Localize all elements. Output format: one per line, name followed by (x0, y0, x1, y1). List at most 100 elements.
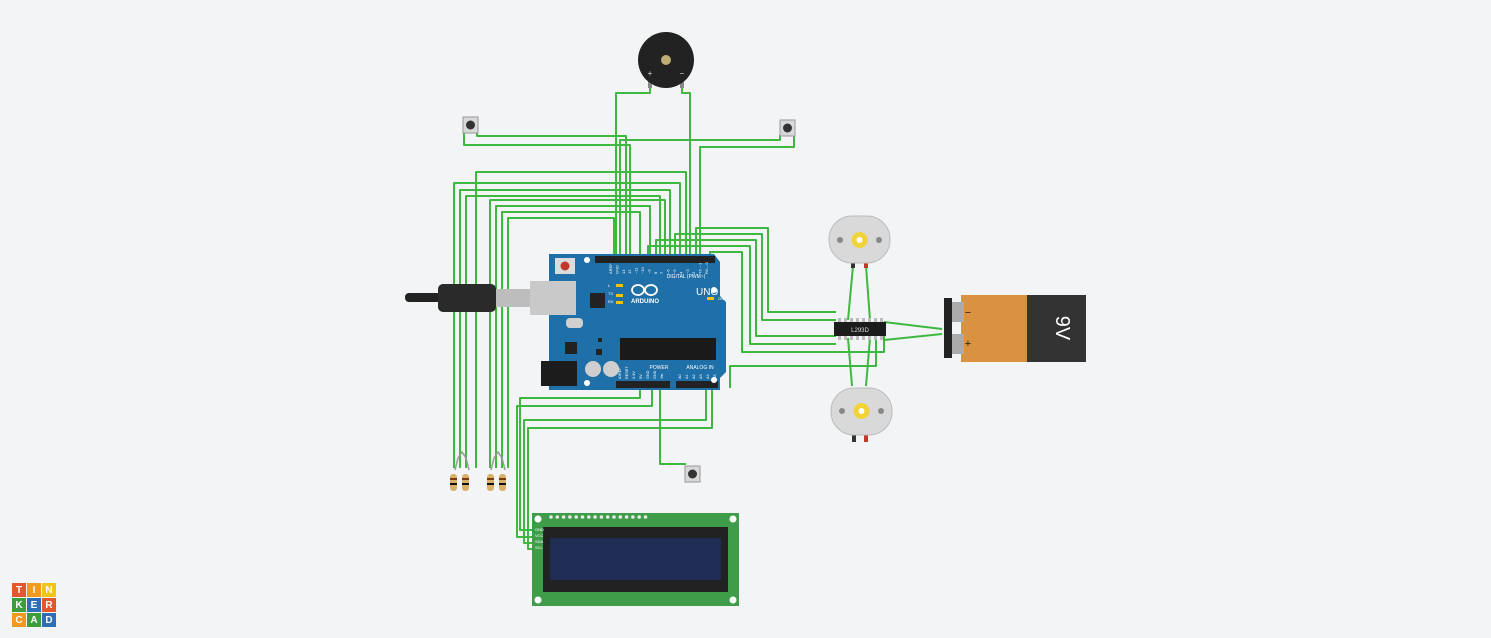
lcd-top-pins (549, 515, 648, 519)
power-jack (541, 361, 577, 386)
power-pin-label: GND (646, 370, 650, 379)
lcd-pin-label: SDA (535, 539, 544, 544)
lcd-pin-hole (574, 515, 578, 519)
logo-letter: T (12, 583, 26, 597)
battery-9v[interactable]: − + 9V (944, 295, 1086, 362)
battery-plus-label: + (965, 338, 971, 350)
wire-driver-5[interactable] (709, 251, 885, 353)
power-pin-label: GND (653, 370, 657, 379)
wire-driver-6[interactable] (729, 336, 877, 388)
digital-pin-label: GND (614, 265, 619, 274)
wire-lcd-vcc[interactable] (516, 388, 653, 538)
power-pin-label: Vin (660, 374, 664, 379)
digital-pin-label: ~11 (634, 267, 639, 274)
lcd-pin-hole (561, 515, 566, 519)
digital-pin-label: AREF (608, 263, 613, 274)
power-pin-label: 3.3V (632, 371, 636, 379)
wire-button-right-a[interactable] (699, 135, 795, 258)
dc-motor-bottom[interactable] (830, 387, 893, 442)
wire-lcd-scl[interactable] (527, 388, 713, 550)
wire-battery-plus[interactable] (883, 333, 943, 341)
piezo-buzzer[interactable]: + − (638, 32, 694, 88)
usb-cable[interactable] (405, 284, 532, 312)
analog-pin-label: A2 (692, 374, 696, 379)
power-label: POWER (650, 365, 669, 371)
wire-motor-bottom-a[interactable] (847, 337, 853, 387)
lcd-pin-label: GND (535, 527, 544, 532)
pushbutton-right[interactable] (779, 119, 796, 137)
resistor (450, 474, 457, 491)
lcd-pin-hole (555, 515, 560, 519)
board-model: UNO (696, 287, 718, 298)
wire-loop-8[interactable] (507, 217, 615, 468)
digital-pin-label: ~6 (666, 269, 671, 274)
lcd-pin-hole (568, 515, 572, 519)
power-pin-label: RESET (625, 366, 629, 379)
driver-label: L293D (851, 328, 869, 334)
digital-pin-label: RX←0 (704, 261, 709, 274)
lcd-pin-hole (593, 515, 597, 519)
lcd-pin-hole (637, 515, 641, 519)
wire-battery-minus[interactable] (883, 321, 943, 330)
analog-header (676, 381, 718, 388)
wire-lcd-gnd[interactable] (519, 388, 641, 531)
analog-pin-label: A0 (678, 374, 682, 379)
arduino-uno[interactable]: ARDUINO UNO DIGITAL (PWM~) POWER ANALOG … (530, 254, 726, 390)
analog-pin-label: A4 (706, 374, 710, 379)
status-led-label: L (608, 283, 611, 288)
wire-button-left-a[interactable] (463, 132, 631, 258)
lcd-pin-hole (599, 515, 604, 519)
usb-port (530, 281, 576, 315)
wire-loop-3[interactable] (465, 195, 661, 468)
wire-loop-4[interactable] (475, 171, 687, 468)
analog-label: ANALOG IN (686, 365, 714, 371)
digital-header (595, 256, 715, 263)
battery-voltage-label: 9V (1051, 316, 1073, 341)
sensor-cluster-right[interactable] (487, 450, 506, 491)
wire-driver-2[interactable] (674, 233, 836, 321)
arduino-logo-icon (631, 284, 658, 296)
resistor (462, 474, 469, 491)
digital-pin-label: ~3 (685, 269, 690, 274)
logo-letter: A (27, 613, 41, 627)
wires (453, 86, 943, 550)
wire-driver-4[interactable] (647, 245, 836, 345)
digital-header-label: DIGITAL (PWM~) (667, 274, 706, 280)
wire-loop-6[interactable] (495, 205, 651, 468)
on-led-label: ON (718, 296, 724, 301)
logo-letter: I (27, 583, 41, 597)
wire-motor-top-a[interactable] (847, 265, 854, 321)
logo-letter: K (12, 598, 26, 612)
wire-loop-1[interactable] (453, 182, 681, 468)
pushbutton-left[interactable] (462, 116, 479, 134)
digital-pin-label: 2 (691, 271, 696, 274)
digital-pin-label: ~9 (646, 269, 651, 274)
wire-motor-bottom-b[interactable] (865, 337, 871, 387)
lcd-pin-hole (631, 515, 635, 519)
wire-loop-2[interactable] (459, 189, 671, 468)
lcd-screen (550, 538, 721, 580)
digital-pin-label: 12 (627, 269, 632, 274)
logo-letter: R (42, 598, 56, 612)
pushbutton-bottom[interactable] (684, 465, 701, 483)
wire-loop-7[interactable] (501, 211, 641, 468)
wire-button-bottom[interactable] (659, 388, 686, 465)
power-pin-label: IOREF (618, 367, 622, 379)
battery-minus-label: − (965, 307, 971, 319)
wire-loop-5[interactable] (489, 199, 666, 468)
wire-driver-1[interactable] (695, 227, 836, 313)
dc-motor-top[interactable] (828, 215, 891, 268)
l293d-driver[interactable]: L293D (834, 318, 886, 340)
wire-buzzer-minus[interactable] (681, 86, 691, 258)
logo-letter: C (12, 613, 26, 627)
lcd-pin-hole (618, 515, 623, 519)
wire-buzzer-plus[interactable] (615, 86, 651, 258)
sensor-cluster-left[interactable] (450, 450, 470, 491)
logo-letter: E (27, 598, 41, 612)
wire-motor-top-b[interactable] (865, 265, 871, 321)
